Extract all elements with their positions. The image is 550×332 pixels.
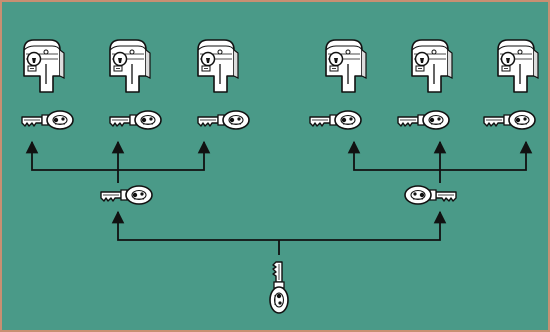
master-key-diagram — [0, 0, 550, 332]
master-key-diagram-canvas — [0, 0, 550, 332]
